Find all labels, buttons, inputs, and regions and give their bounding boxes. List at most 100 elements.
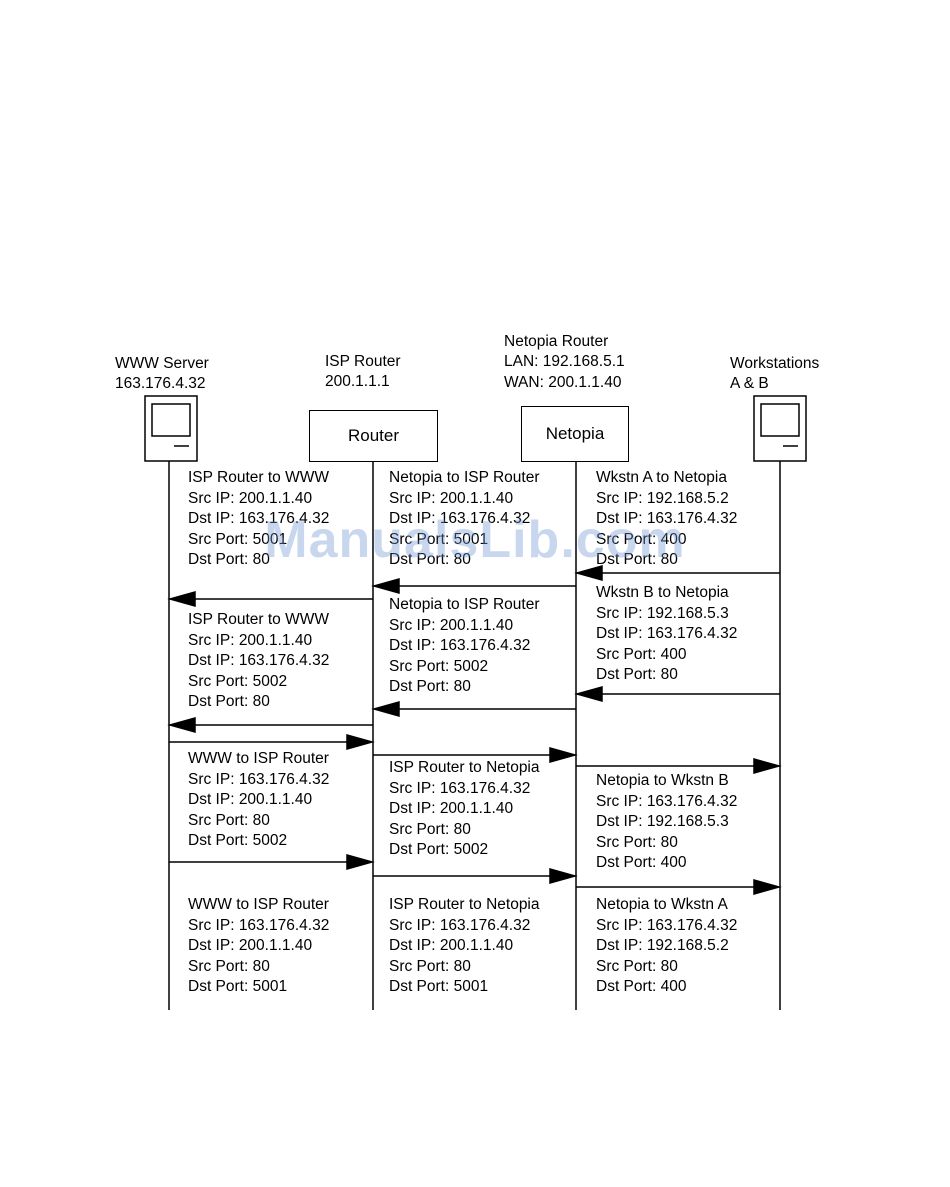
message-src-port: Src Port: 80 [188, 957, 270, 975]
router-box-label: Router [347, 426, 400, 445]
www-server-name: WWW Server [115, 355, 209, 372]
message-src-port: Src Port: 400 [596, 645, 687, 663]
message-dst-ip: Dst IP: 200.1.1.40 [389, 800, 514, 817]
message-dst-ip: Dst IP: 192.168.5.3 [596, 813, 729, 830]
arrowhead-right [346, 854, 375, 870]
netopia-box: Netopia [521, 406, 629, 462]
arrowhead-left [167, 591, 196, 607]
message-dst-port: Dst Port: 80 [389, 551, 471, 568]
message-dst-port: Dst Port: 5001 [188, 978, 288, 995]
message-src-ip: Src IP: 163.176.4.32 [389, 916, 531, 934]
message-dst-ip: Dst IP: 200.1.1.40 [188, 937, 313, 954]
message-dst-ip: Dst IP: 163.176.4.32 [389, 637, 531, 654]
message-dst-ip: Dst IP: 163.176.4.32 [389, 510, 531, 527]
message-title: Netopia to ISP Router [389, 596, 540, 613]
arrowhead-right [549, 868, 578, 884]
message-dst-port: Dst Port: 80 [596, 551, 678, 568]
message-dst-port: Dst Port: 80 [188, 693, 270, 710]
message-src-port: Src Port: 80 [389, 957, 471, 975]
computer-icon [144, 395, 198, 462]
message-src-ip: Src IP: 200.1.1.40 [389, 489, 514, 507]
arrowhead-left [167, 717, 196, 733]
arrowhead-right [549, 747, 578, 763]
arrowhead-right [753, 758, 782, 774]
message-title: ISP Router to Netopia [389, 896, 540, 913]
message-src-ip: Src IP: 163.176.4.32 [596, 792, 738, 810]
message-src-port: Src Port: 80 [389, 820, 471, 838]
message-dst-ip: Dst IP: 163.176.4.32 [596, 625, 738, 642]
arrowhead-left [574, 565, 603, 581]
message-src-ip: Src IP: 163.176.4.32 [389, 779, 531, 797]
message-dst-ip: Dst IP: 163.176.4.32 [188, 510, 330, 527]
message-dst-port: Dst Port: 400 [596, 854, 687, 871]
www-server-label: WWW Server 163.176.4.32 [115, 354, 209, 395]
message-block: ISP Router to WWW Src IP: 200.1.1.40 Dst… [188, 468, 329, 571]
workstations-name: Workstations [730, 355, 820, 372]
message-title: ISP Router to WWW [188, 469, 329, 486]
message-title: Netopia to Wkstn B [596, 772, 729, 789]
message-src-ip: Src IP: 163.176.4.32 [596, 916, 738, 934]
message-src-ip: Src IP: 192.168.5.3 [596, 604, 729, 622]
message-src-port: Src Port: 5001 [188, 530, 288, 548]
message-block: Netopia to ISP Router Src IP: 200.1.1.40… [389, 595, 540, 698]
arrowhead-left [371, 701, 400, 717]
message-block: Netopia to ISP Router Src IP: 200.1.1.40… [389, 468, 540, 571]
message-dst-port: Dst Port: 80 [389, 678, 471, 695]
netopia-box-label: Netopia [545, 424, 605, 443]
message-title: Netopia to ISP Router [389, 469, 540, 486]
message-dst-ip: Dst IP: 200.1.1.40 [389, 937, 514, 954]
message-dst-port: Dst Port: 400 [596, 978, 687, 995]
arrowhead-left [371, 578, 400, 594]
message-src-port: Src Port: 5002 [389, 657, 489, 675]
arrowhead-left [574, 686, 603, 702]
message-block: Wkstn A to Netopia Src IP: 192.168.5.2 D… [596, 468, 737, 571]
isp-router-ip: 200.1.1.1 [325, 373, 390, 391]
message-dst-ip: Dst IP: 200.1.1.40 [188, 791, 313, 808]
message-title: ISP Router to Netopia [389, 759, 540, 776]
message-src-port: Src Port: 5001 [389, 530, 489, 548]
www-server-ip: 163.176.4.32 [115, 375, 206, 393]
arrowhead-right [753, 879, 782, 895]
message-title: WWW to ISP Router [188, 896, 329, 913]
message-block: Netopia to Wkstn A Src IP: 163.176.4.32 … [596, 895, 737, 998]
isp-router-name: ISP Router [325, 353, 401, 370]
message-src-port: Src Port: 5002 [188, 672, 288, 690]
netopia-router-label: Netopia Router LAN: 192.168.5.1 WAN: 200… [504, 332, 625, 393]
message-title: Wkstn B to Netopia [596, 584, 729, 601]
netopia-router-wan: WAN: 200.1.1.40 [504, 373, 622, 391]
message-title: WWW to ISP Router [188, 750, 329, 767]
message-block: ISP Router to Netopia Src IP: 163.176.4.… [389, 895, 540, 998]
message-block: Netopia to Wkstn B Src IP: 163.176.4.32 … [596, 771, 737, 874]
message-src-ip: Src IP: 200.1.1.40 [389, 616, 514, 634]
message-src-ip: Src IP: 192.168.5.2 [596, 489, 729, 507]
message-dst-port: Dst Port: 80 [188, 551, 270, 568]
message-dst-ip: Dst IP: 163.176.4.32 [188, 652, 330, 669]
message-src-port: Src Port: 400 [596, 530, 687, 548]
message-dst-port: Dst Port: 5001 [389, 978, 489, 995]
watermark: ManualsLib.com [264, 511, 686, 569]
netopia-router-name: Netopia Router [504, 333, 609, 350]
message-src-port: Src Port: 80 [596, 957, 678, 975]
netopia-router-lan: LAN: 192.168.5.1 [504, 353, 625, 371]
computer-icon [753, 395, 807, 462]
message-dst-port: Dst Port: 80 [596, 666, 678, 683]
workstations-sub: A & B [730, 375, 769, 393]
message-dst-port: Dst Port: 5002 [389, 841, 489, 858]
message-src-port: Src Port: 80 [188, 811, 270, 829]
message-dst-ip: Dst IP: 192.168.5.2 [596, 937, 729, 954]
workstations-label: Workstations A & B [730, 354, 819, 395]
message-block: ISP Router to WWW Src IP: 200.1.1.40 Dst… [188, 610, 329, 713]
message-src-ip: Src IP: 200.1.1.40 [188, 631, 313, 649]
message-title: Wkstn A to Netopia [596, 469, 727, 486]
message-src-ip: Src IP: 200.1.1.40 [188, 489, 313, 507]
message-src-ip: Src IP: 163.176.4.32 [188, 770, 330, 788]
message-block: Wkstn B to Netopia Src IP: 192.168.5.3 D… [596, 583, 737, 686]
message-block: ISP Router to Netopia Src IP: 163.176.4.… [389, 758, 540, 861]
message-block: WWW to ISP Router Src IP: 163.176.4.32 D… [188, 749, 329, 852]
message-src-port: Src Port: 80 [596, 833, 678, 851]
router-box: Router [309, 410, 438, 462]
message-block: WWW to ISP Router Src IP: 163.176.4.32 D… [188, 895, 329, 998]
message-title: Netopia to Wkstn A [596, 896, 728, 913]
message-dst-port: Dst Port: 5002 [188, 832, 288, 849]
